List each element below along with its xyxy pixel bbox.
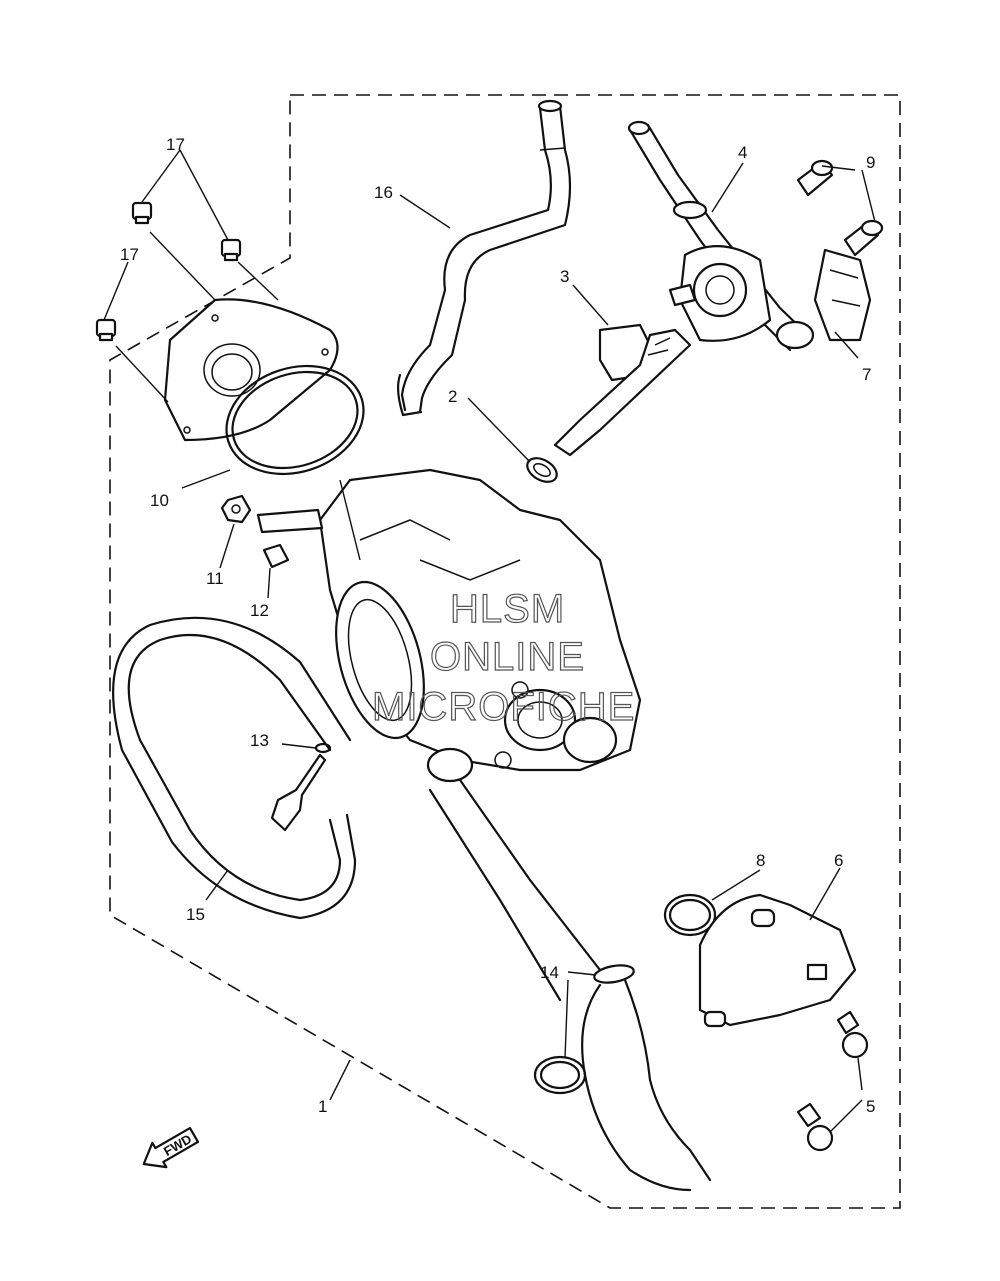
callout-16: 16 (374, 183, 393, 202)
leader-lines (103, 149, 876, 1133)
nipple-pipe (256, 508, 324, 534)
callout-4: 4 (738, 143, 747, 162)
o-ring-8 (663, 893, 717, 937)
assembly-boundary (109, 94, 901, 1209)
callout-13: 13 (250, 731, 269, 750)
callout-17b: 17 (120, 245, 139, 264)
callout-11: 11 (206, 569, 224, 588)
screw-5b (796, 1102, 834, 1152)
fuel-pressure-regulator-4 (627, 120, 815, 352)
bolt-9b (843, 219, 884, 257)
callout-9: 9 (866, 153, 875, 172)
fuel-injector-3 (553, 323, 692, 457)
callout-15: 15 (186, 905, 205, 924)
callout-3: 3 (560, 267, 569, 286)
fwd-arrow-icon: FWD (142, 1126, 200, 1169)
callout-5: 5 (866, 1097, 875, 1116)
bolt-17a (131, 201, 153, 225)
lower-hose (581, 978, 712, 1192)
throttle-body-1 (318, 468, 642, 783)
watermark: HLSM ONLINE MICROFICHE (371, 586, 635, 729)
clamp-14a (593, 964, 635, 984)
callout-1: 1 (318, 1097, 327, 1116)
coolant-pipe (428, 778, 602, 1002)
clamp-14b (533, 1055, 587, 1095)
gasket-o-ring-10 (225, 364, 365, 476)
callout-7: 7 (862, 365, 871, 384)
nut-11 (220, 494, 252, 524)
bolt-17c (95, 318, 117, 342)
hose-15 (112, 616, 357, 920)
callout-8: 8 (756, 851, 765, 870)
callout-10: 10 (150, 491, 169, 510)
cap-12 (262, 543, 290, 569)
callout-14: 14 (540, 963, 559, 982)
bolt-17b (220, 238, 242, 262)
svg-text:ONLINE: ONLINE (430, 635, 585, 679)
adjust-screw (270, 753, 327, 832)
cover-plate (163, 298, 339, 442)
hose-16 (396, 99, 572, 417)
svg-text:HLSM: HLSM (450, 587, 565, 631)
svg-text:MICROFICHE: MICROFICHE (372, 685, 635, 729)
bolt-9a (796, 159, 834, 197)
callout-2: 2 (448, 387, 457, 406)
injector-seal-2 (526, 457, 558, 483)
throttle-position-sensor-6 (698, 893, 857, 1028)
bracket-7 (813, 248, 872, 342)
callout-6: 6 (834, 851, 843, 870)
screw-5a (836, 1010, 869, 1059)
callout-17a: 17 (166, 135, 185, 154)
callout-12: 12 (250, 601, 269, 620)
